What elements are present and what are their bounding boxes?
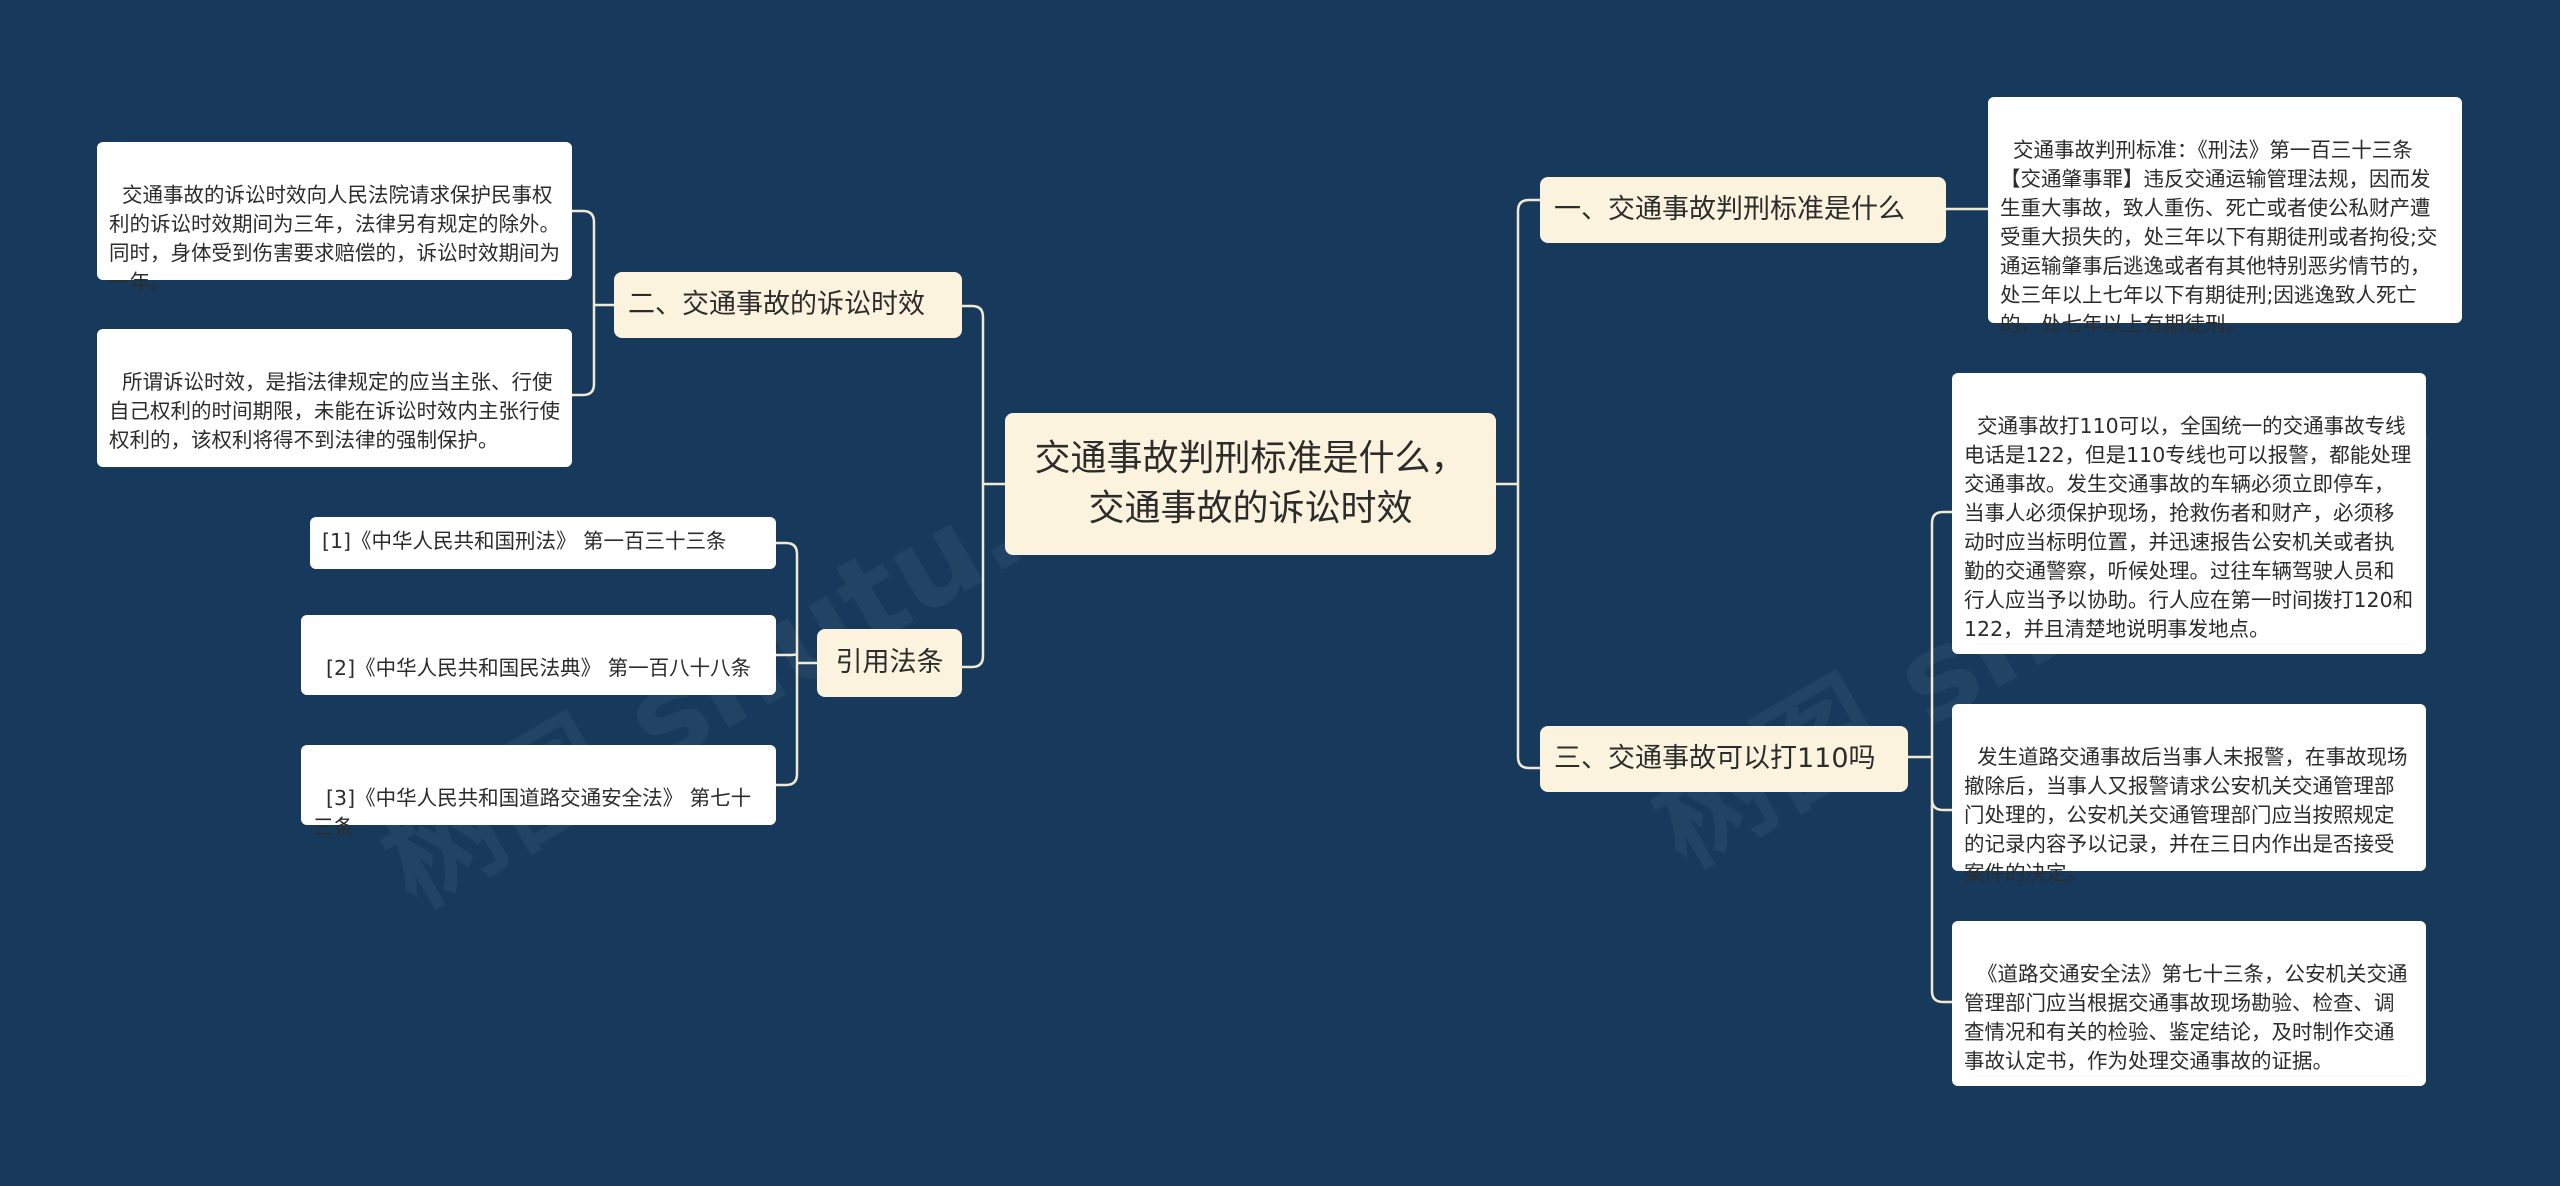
connector-b3-leaves bbox=[1908, 510, 1952, 1004]
branch-node-1[interactable]: 一、交通事故判刑标准是什么 bbox=[1540, 177, 1946, 243]
leaf-2-1[interactable]: 交通事故的诉讼时效向人民法院请求保护民事权利的诉讼时效期间为三年，法律另有规定的… bbox=[97, 142, 572, 294]
branch-1-label: 一、交通事故判刑标准是什么 bbox=[1554, 194, 1905, 225]
leaf-1-1[interactable]: 交通事故判刑标准：《刑法》第一百三十三条【交通肇事罪】违反交通运输管理法规，因而… bbox=[1988, 97, 2462, 336]
branch-node-3[interactable]: 三、交通事故可以打110吗 bbox=[1540, 726, 1908, 792]
branch-4-label: 引用法条 bbox=[835, 647, 944, 678]
connector-root-right bbox=[1496, 198, 1540, 770]
leaf-3-3[interactable]: 《道路交通安全法》第七十三条，公安机关交通管理部门应当根据交通事故现场勘验、检查… bbox=[1952, 921, 2426, 1086]
root-title: 交通事故判刑标准是什么，交通事故的诉讼时效 bbox=[1034, 438, 1467, 529]
connector-root-left bbox=[962, 304, 1005, 669]
leaf-4-1[interactable]: [1]《中华人民共和国刑法》 第一百三十三条 bbox=[310, 517, 776, 569]
leaf-4-3[interactable]: [3]《中华人民共和国道路交通安全法》 第七十三条 bbox=[301, 745, 776, 839]
leaf-3-2[interactable]: 发生道路交通事故后当事人未报警，在事故现场撤除后，当事人又报警请求公安机关交通管… bbox=[1952, 704, 2426, 885]
branch-2-label: 二、交通事故的诉讼时效 bbox=[628, 289, 925, 320]
branch-node-4[interactable]: 引用法条 bbox=[817, 629, 962, 697]
root-node[interactable]: 交通事故判刑标准是什么，交通事故的诉讼时效 bbox=[1005, 413, 1496, 555]
branch-node-2[interactable]: 二、交通事故的诉讼时效 bbox=[614, 272, 962, 338]
connector-b2-leaves bbox=[572, 209, 614, 397]
leaf-2-2[interactable]: 所谓诉讼时效，是指法律规定的应当主张、行使自己权利的时间期限，未能在诉讼时效内主… bbox=[97, 329, 572, 467]
leaf-4-2[interactable]: [2]《中华人民共和国民法典》 第一百八十八条 bbox=[301, 615, 776, 695]
connector-b4-leaves bbox=[776, 541, 817, 787]
branch-3-label: 三、交通事故可以打110吗 bbox=[1554, 743, 1876, 774]
leaf-3-1[interactable]: 交通事故打110可以，全国统一的交通事故专线电话是122，但是110专线也可以报… bbox=[1952, 373, 2426, 654]
